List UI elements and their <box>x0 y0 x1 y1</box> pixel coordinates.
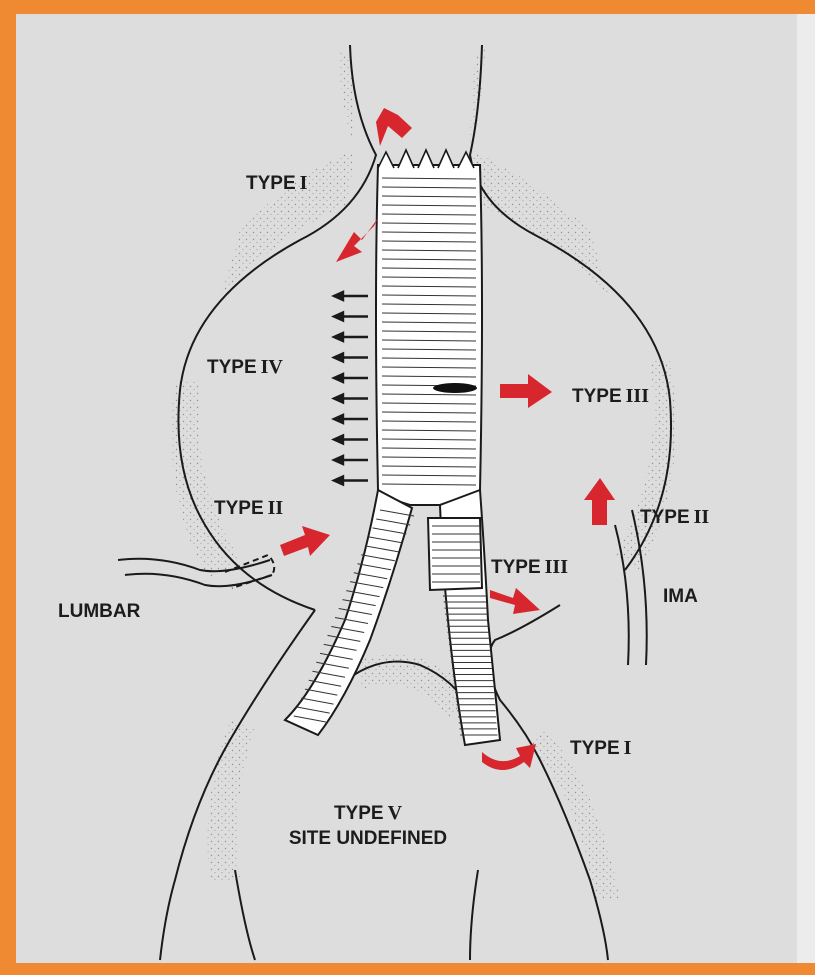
small-arrow <box>334 477 368 485</box>
small-arrow <box>334 415 368 423</box>
small-arrow <box>334 436 368 444</box>
graft-crown <box>378 150 474 168</box>
small-arrow <box>334 395 368 403</box>
small-arrow <box>334 374 368 382</box>
graft-defect-hole <box>433 383 477 393</box>
small-arrow <box>334 292 368 300</box>
small-arrow <box>334 456 368 464</box>
label-site-undefined: SITE UNDEFINED <box>258 828 478 850</box>
label-lumbar: LUMBAR <box>58 601 140 623</box>
small-arrow <box>334 354 368 362</box>
small-arrow <box>334 333 368 341</box>
porosity-arrows <box>334 292 368 485</box>
lumbar-artery <box>118 555 274 588</box>
label-ima: IMA <box>663 586 698 608</box>
small-arrow <box>334 313 368 321</box>
